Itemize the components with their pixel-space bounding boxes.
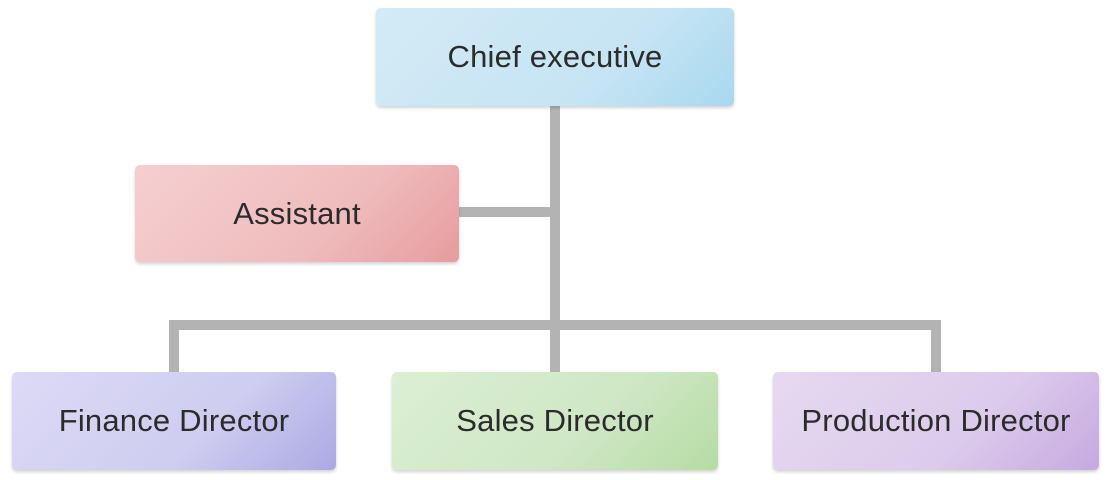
connector-finance-drop: [169, 320, 179, 372]
node-label: Chief executive: [447, 39, 663, 74]
node-sales-director: Sales Director: [392, 372, 718, 470]
node-label: Assistant: [233, 195, 361, 231]
node-label: Sales Director: [456, 403, 654, 438]
connector-assistant-branch: [459, 207, 555, 217]
connector-production-drop: [931, 320, 941, 372]
connector-reports-bar: [169, 320, 941, 330]
node-finance-director: Finance Director: [12, 372, 336, 470]
node-label: Production Director: [801, 403, 1071, 438]
node-chief-executive: Chief executive: [376, 8, 734, 106]
connector-ceo-trunk: [550, 106, 560, 372]
node-production-director: Production Director: [773, 372, 1099, 470]
node-label: Finance Director: [58, 403, 290, 438]
node-assistant: Assistant: [135, 165, 459, 262]
